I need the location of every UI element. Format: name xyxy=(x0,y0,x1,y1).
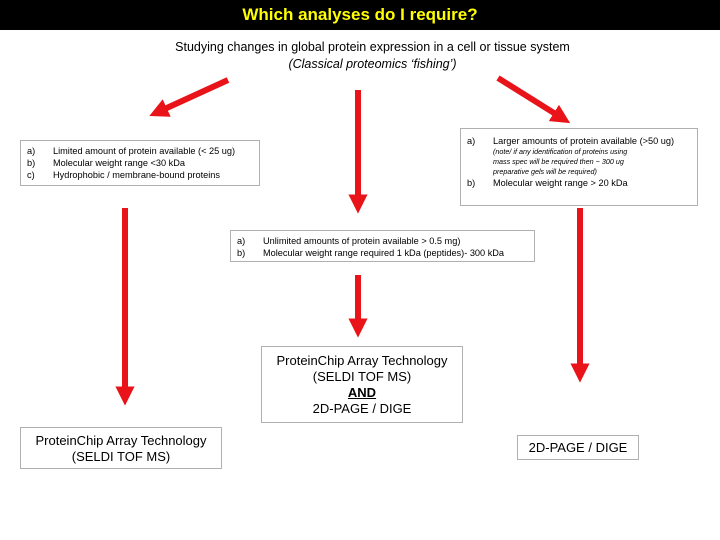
item-marker: b) xyxy=(467,178,476,188)
outcome-line: 2D-PAGE / DIGE xyxy=(528,440,628,455)
note-line: preparative gels will be required) xyxy=(493,167,597,176)
outcome-box-left: ProteinChip Array Technology (SELDI TOF … xyxy=(20,427,222,469)
outcome-line: (SELDI TOF MS) xyxy=(312,369,412,384)
item-marker: a) xyxy=(237,236,246,246)
outcome-line: 2D-PAGE / DIGE xyxy=(312,401,412,416)
list-item: b) Molecular weight range > 20 kDa xyxy=(467,177,693,189)
item-text: Unlimited amounts of protein available >… xyxy=(263,236,461,246)
page-title: Which analyses do I require? xyxy=(242,5,478,24)
arrow-top-left xyxy=(149,77,230,117)
list-item: c) Hydrophobic / membrane-bound proteins xyxy=(27,169,255,181)
item-text: Larger amounts of protein available (>50… xyxy=(493,136,675,146)
note-line: (note/ if any identification of proteins… xyxy=(493,147,628,156)
criteria-box-middle: a) Unlimited amounts of protein available… xyxy=(230,230,535,262)
list-item: b) Molecular weight range <30 kDa xyxy=(27,157,255,169)
item-text: Molecular weight range <30 kDa xyxy=(53,158,186,168)
subtitle-line-2: (Classical proteomics ‘fishing’) xyxy=(288,57,457,71)
criteria-box-left: a) Limited amount of protein available (<… xyxy=(20,140,260,186)
outcome-box-right: 2D-PAGE / DIGE xyxy=(517,435,639,460)
item-text: Molecular weight range required 1 kDa (p… xyxy=(263,248,505,258)
item-marker: b) xyxy=(27,158,36,168)
item-text: Molecular weight range > 20 kDa xyxy=(493,178,628,188)
list-item: a) Unlimited amounts of protein available… xyxy=(237,235,530,247)
note-line: mass spec will be required then ~ 300 ug xyxy=(493,157,624,166)
item-marker: a) xyxy=(27,146,36,156)
outcome-box-middle: ProteinChip Array Technology (SELDI TOF … xyxy=(261,346,463,423)
item-text: Hydrophobic / membrane-bound proteins xyxy=(53,170,220,180)
item-text: Limited amount of protein available (< 2… xyxy=(53,146,236,156)
arrow-top-right xyxy=(496,75,571,124)
list-item: a) Larger amounts of protein available (… xyxy=(467,135,693,177)
item-marker: b) xyxy=(237,248,246,258)
outcome-line: ProteinChip Array Technology xyxy=(35,433,207,448)
list-item: b) Molecular weight range required 1 kDa … xyxy=(237,247,530,259)
list-item: a) Limited amount of protein available (<… xyxy=(27,145,255,157)
criteria-box-right: a) Larger amounts of protein available (… xyxy=(460,128,698,206)
subtitle-line-1: Studying changes in global protein expre… xyxy=(175,40,570,54)
outcome-line: ProteinChip Array Technology xyxy=(276,353,448,368)
outcome-line: (SELDI TOF MS) xyxy=(71,449,171,464)
title-bar: Which analyses do I require? xyxy=(0,0,720,30)
item-marker: a) xyxy=(467,136,476,146)
and-label: AND xyxy=(347,385,377,400)
item-marker: c) xyxy=(27,170,35,180)
